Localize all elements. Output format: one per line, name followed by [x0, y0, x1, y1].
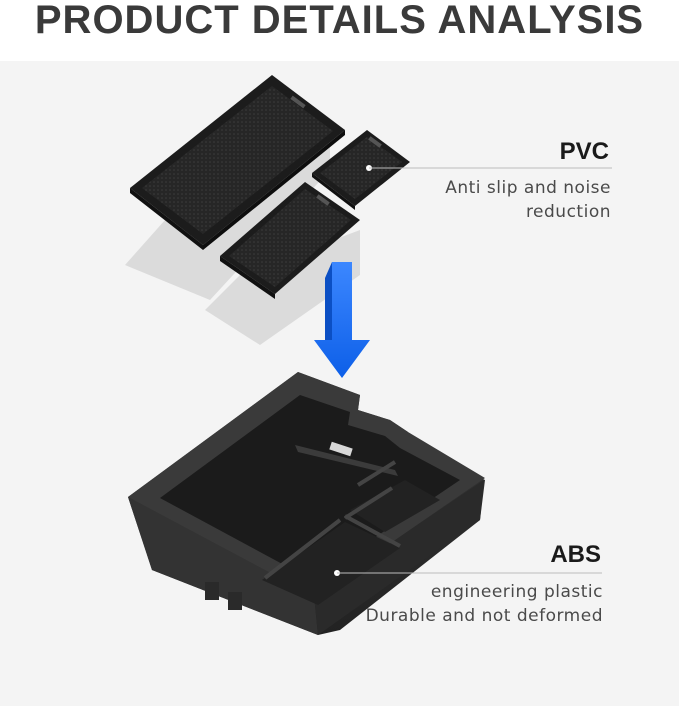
abs-description-line: engineering plastic [430, 582, 603, 602]
abs-label: ABS [550, 541, 601, 568]
storage-tray [128, 372, 485, 635]
pvc-description-line: Anti slip and noise [445, 178, 611, 198]
pvc-label: PVC [559, 138, 609, 165]
small-rubber-mat [312, 130, 410, 210]
page-title: PRODUCT DETAILS ANALYSIS [34, 0, 645, 42]
abs-description: engineering plastic Durable and not defo… [366, 580, 603, 628]
large-rubber-mat [130, 75, 345, 250]
pvc-pointer [366, 165, 612, 171]
medium-rubber-mat [220, 182, 360, 299]
abs-description-line: Durable and not deformed [365, 606, 603, 626]
pvc-description-line: reduction [525, 202, 611, 222]
down-arrow-icon [314, 262, 370, 378]
pvc-description: Anti slip and noise reduction [445, 176, 611, 224]
abs-pointer [334, 570, 602, 576]
